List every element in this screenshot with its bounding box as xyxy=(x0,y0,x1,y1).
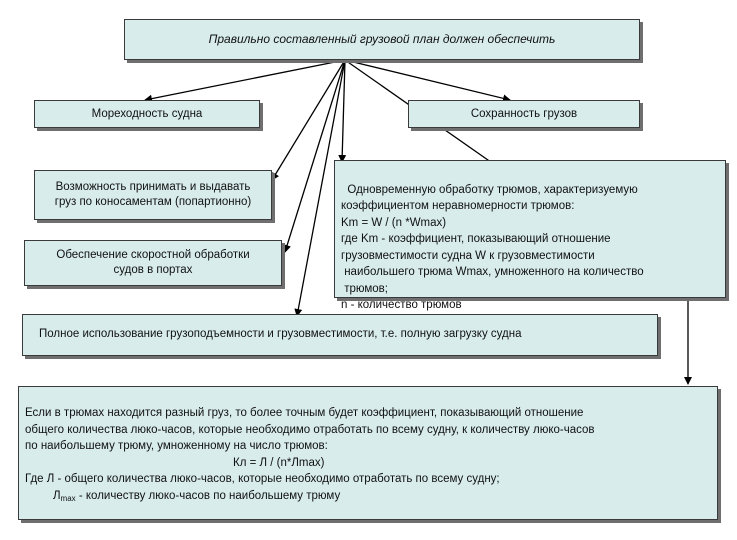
labor-coefficient-line-5: Где Л - общего количества люко-часов, ко… xyxy=(25,473,500,485)
full-use-text: Полное использование грузоподъемности и … xyxy=(39,328,522,340)
arrow-to-simultaneous-holds xyxy=(338,59,347,163)
root-text: Правильно составленный грузовой план дол… xyxy=(208,32,556,46)
lmax-subscript: max xyxy=(60,493,76,503)
seaworthiness-box: Мореходность судна xyxy=(34,100,260,128)
labor-coefficient-line-2: общего количества люко-часов, которые не… xyxy=(25,423,595,436)
simultaneous-holds-box: Одновременную обработку трюмов, характер… xyxy=(334,160,726,311)
labor-coefficient-box: Если в трюмах находится разный груз, то … xyxy=(18,386,718,520)
arrow-to-fast-handling xyxy=(283,59,346,253)
full-use-box: Полное использование грузоподъемности и … xyxy=(22,314,658,356)
arrow-to-cargo-safety xyxy=(344,59,511,103)
fast-handling-text: Обеспечение скоростной обработки судов в… xyxy=(56,249,250,276)
bill-of-lading-text: Возможность принимать и выдавать груз по… xyxy=(54,181,252,208)
labor-coefficient-formula: Кл = Л / (n*Лmax) xyxy=(233,456,325,469)
labor-coefficient-line-3: по наибольшему трюму, умноженному на чис… xyxy=(25,440,328,452)
seaworthiness-text: Мореходность судна xyxy=(91,107,203,120)
root-box: Правильно составленный грузовой план дол… xyxy=(124,19,640,60)
labor-coefficient-line-1: Если в трюмах находится разный груз, то … xyxy=(25,407,584,419)
cargo-safety-text: Сохранность грузов xyxy=(470,107,578,120)
bill-of-lading-box: Возможность принимать и выдавать груз по… xyxy=(34,170,272,220)
lmax-symbol: Л xyxy=(53,489,61,502)
lmax-description: - количеству люко-часов по наибольшему т… xyxy=(75,489,341,502)
arrow-to-seaworthiness xyxy=(144,59,346,103)
labor-coefficient-line-6: Лmax - количеству люко-часов по наибольш… xyxy=(25,488,713,508)
cargo-safety-box: Сохранность грузов xyxy=(408,100,640,128)
simultaneous-holds-text: Одновременную обработку трюмов, характер… xyxy=(341,183,644,312)
arrow-to-labor-coefficient xyxy=(344,59,692,385)
arrow-to-full-use xyxy=(294,59,346,317)
fast-handling-box: Обеспечение скоростной обработки судов в… xyxy=(24,240,282,286)
arrow-to-bill-of-lading xyxy=(271,59,346,181)
